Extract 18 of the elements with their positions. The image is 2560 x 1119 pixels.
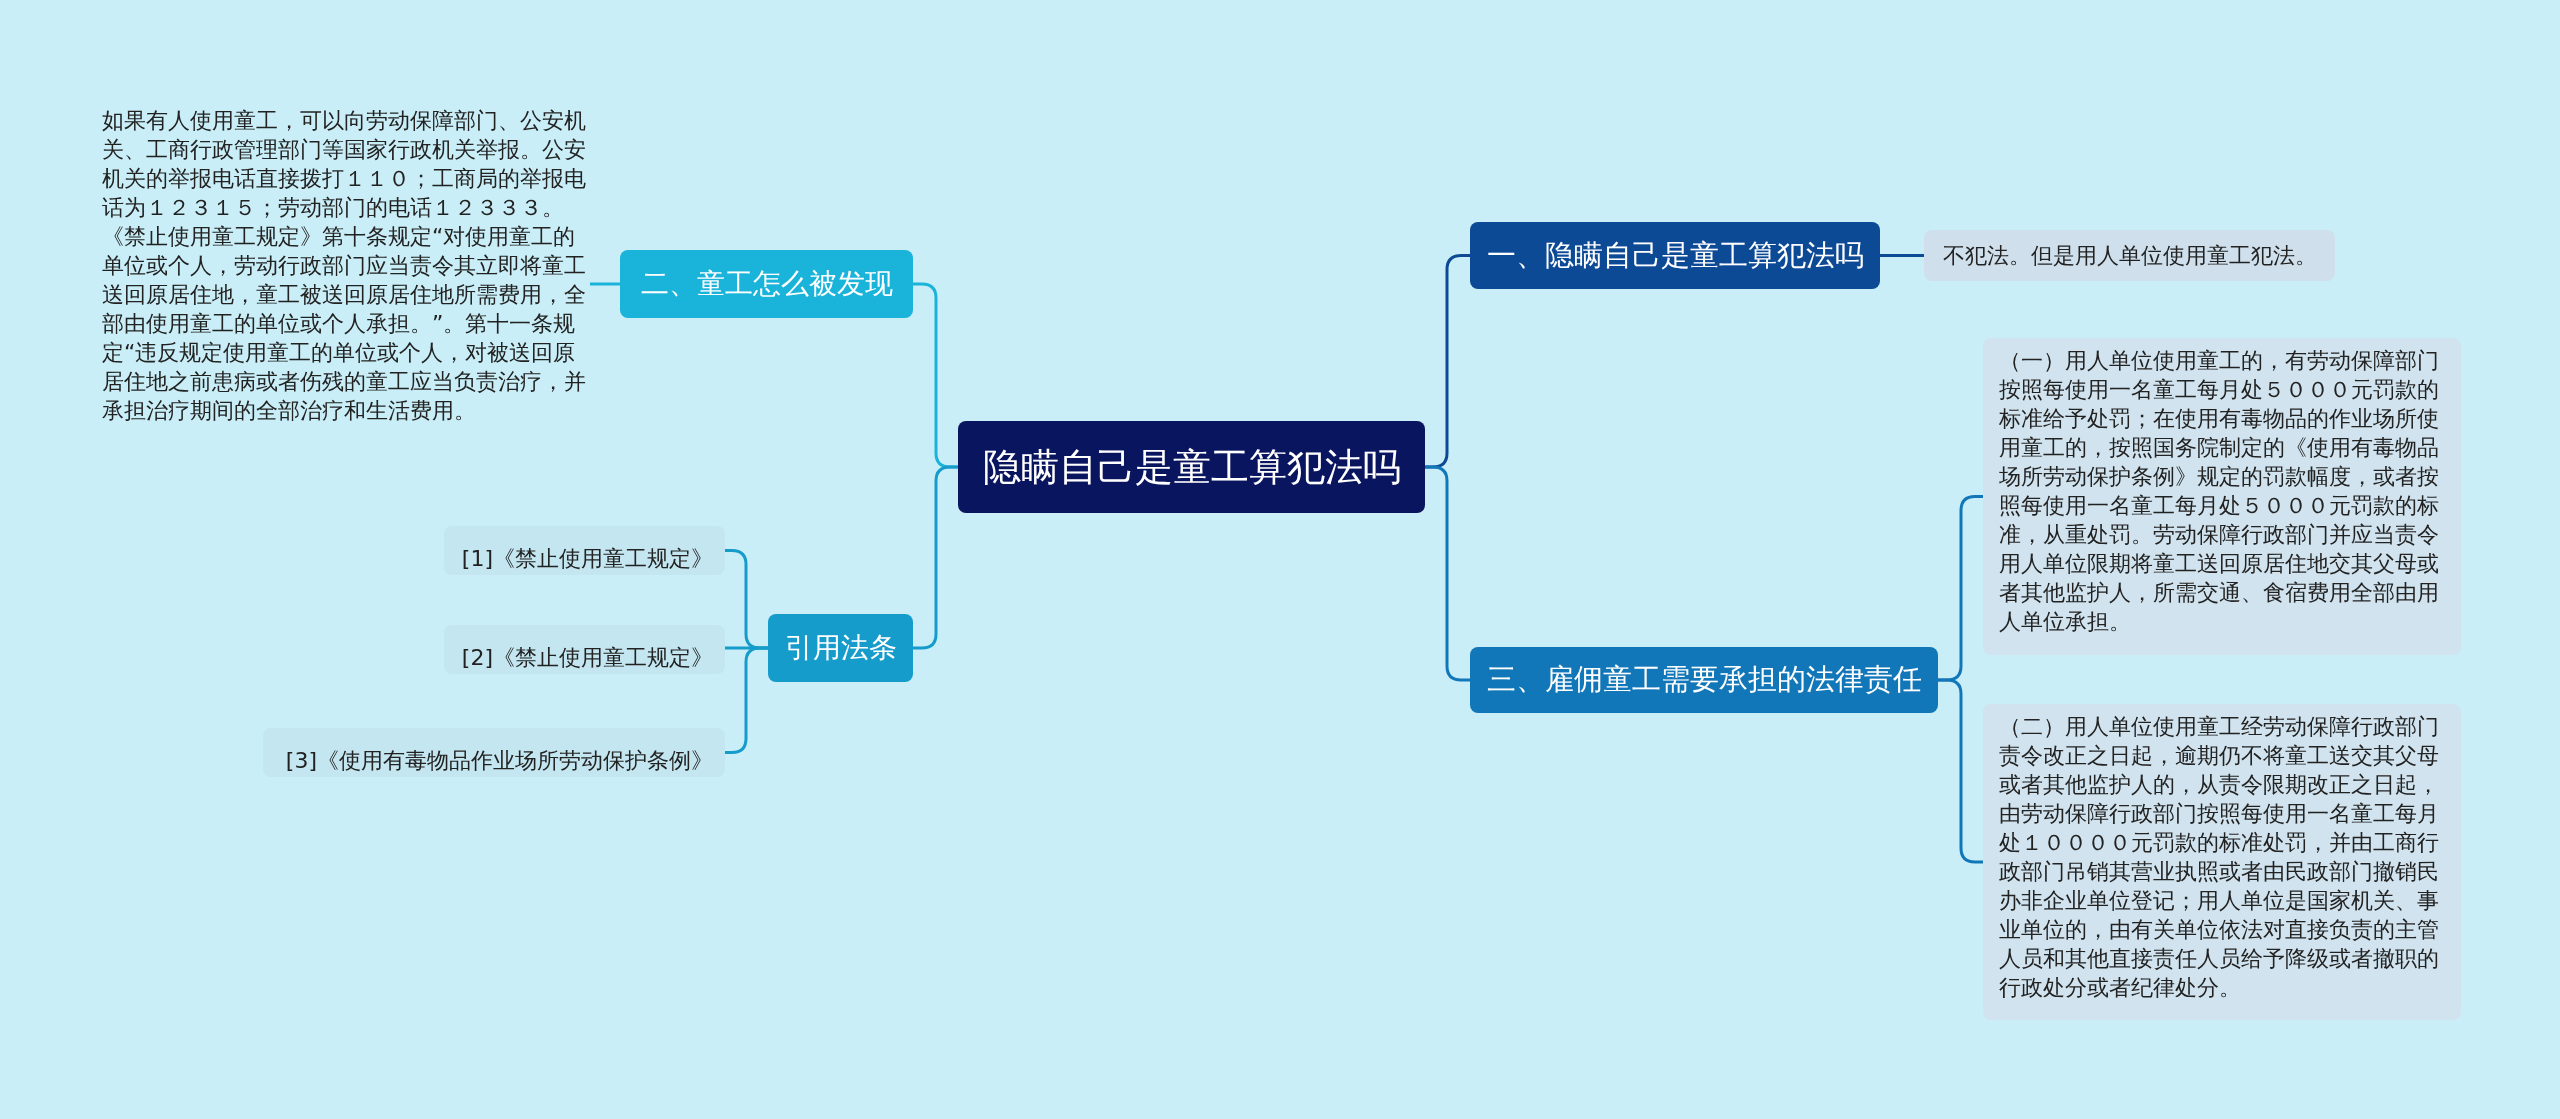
note-text: 如果有人使用童工，可以向劳动保障部门、公安机关、工商行政管理部门等国家行政机关举报。公安机关的举报电话直接拨打１１０；工商局的举报电话为１２３１５；劳动部门的电话１２３３３。《禁止使用童工规定》第十条规定“对使用童工的单位或个人，劳动行政部门应当责令其立即将童工送回原居住地，童工被送回原居住地所需费用，全部由使用童工的单位或个人承担。”。第十一条规定“违反规定使用童工的单位或个人，对被送回原居住地之前患病或者伤残的童工应当负责治疗，并承担治疗期间的全部治疗和生活费用。 xyxy=(98,106,590,474)
note-box: 不犯法。但是用人单位使用童工犯法。 xyxy=(1924,230,2335,281)
topic-box: 引用法条 xyxy=(768,614,913,682)
connector xyxy=(1425,465,1470,682)
topic-box: 一、隐瞒自己是童工算犯法吗 xyxy=(1470,222,1880,289)
topic-box: 二、童工怎么被发现 xyxy=(620,250,913,318)
connector xyxy=(725,646,768,754)
reference-box: [1]《禁止使用童工规定》 xyxy=(444,526,725,575)
reference-box: [2]《禁止使用童工规定》 xyxy=(444,625,725,674)
central-topic: 隐瞒自己是童工算犯法吗 xyxy=(958,421,1425,513)
connector xyxy=(1938,678,1983,864)
reference-box: [3]《使用有毒物品作业场所劳动保护条例》 xyxy=(263,728,725,777)
connector xyxy=(1880,254,1924,257)
note-box: （二）用人单位使用童工经劳动保障行政部门责令改正之日起，逾期仍不将童工送交其父母或者其他监护人的，从责令限期改正之日起，由劳动保障行政部门按照每使用一名童工每月处１００００元罚款的标准处罚，并由工商行政部门吊销其营业执照或者由民政部门撤销民办非企业单位登记；用人单位是国家机关、事业单位的，由有关单位依法对直接负责的主管人员和其他直接责任人员给予降级或者撤职的行政处分或者纪律处分。 xyxy=(1983,704,2461,1020)
connector xyxy=(590,282,620,286)
note-box: （一）用人单位使用童工的，有劳动保障部门按照每使用一名童工每月处５０００元罚款的标准给予处罚；在使用有毒物品的作业场所使用童工的，按照国务院制定的《使用有毒物品场所劳动保护条例》规定的罚款幅度，或者按照每使用一名童工每月处５０００元罚款的标准，从重处罚。劳动保障行政部门并应当责令用人单位限期将童工送回原居住地交其父母或者其他监护人，所需交通、食宿费用全部由用人单位承担。 xyxy=(1983,338,2461,655)
topic-box: 三、雇佣童工需要承担的法律责任 xyxy=(1470,647,1938,713)
connector xyxy=(913,465,958,650)
